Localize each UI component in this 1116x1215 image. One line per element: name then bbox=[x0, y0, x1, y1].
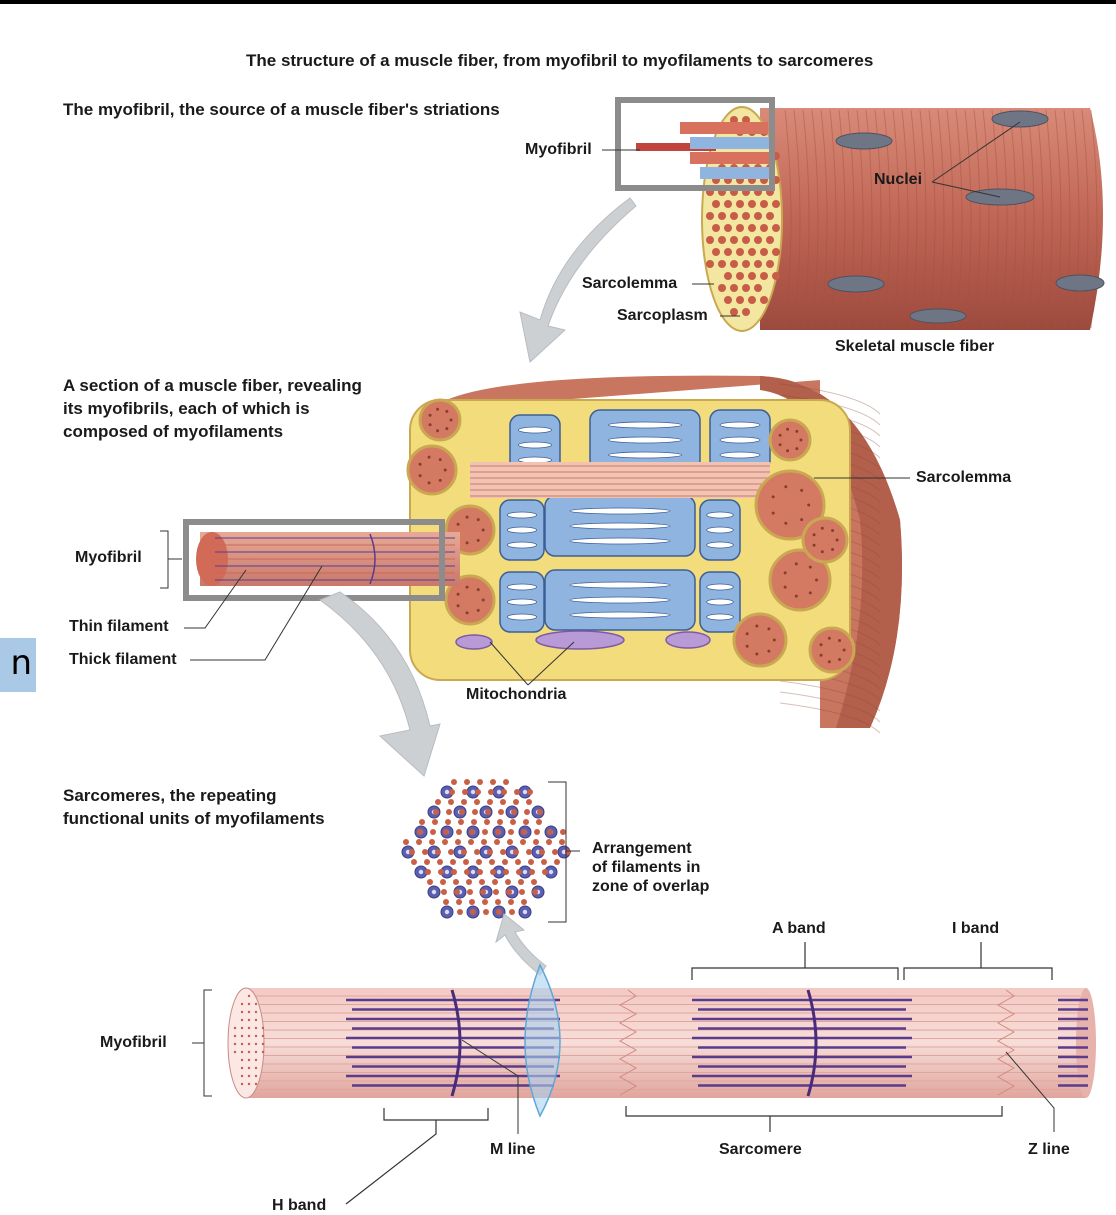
mitochondria bbox=[455, 630, 711, 650]
filament-arrangement bbox=[401, 779, 571, 919]
label-myofibril-1: Myofibril bbox=[525, 141, 592, 158]
label-m-line: M line bbox=[490, 1141, 536, 1158]
label-thick-filament: Thick filament bbox=[69, 651, 177, 668]
myofibril-rods bbox=[636, 122, 770, 179]
cut-plane bbox=[524, 963, 561, 1118]
label-myofibril-3: Myofibril bbox=[100, 1034, 167, 1051]
top-border bbox=[0, 0, 1116, 4]
label-sarcoplasm: Sarcoplasm bbox=[617, 307, 708, 324]
label-thin-filament: Thin filament bbox=[69, 618, 169, 635]
side-tab[interactable]: n bbox=[0, 638, 36, 692]
panel1-fiber bbox=[602, 97, 1105, 332]
label-arrangement-3: zone of overlap bbox=[592, 878, 710, 895]
label-skeletal-fiber: Skeletal muscle fiber bbox=[835, 338, 995, 355]
label-nuclei: Nuclei bbox=[874, 171, 923, 188]
label-arrangement-1: Arrangement bbox=[592, 840, 692, 857]
panel3-caption-2: functional units of myofilaments bbox=[63, 809, 325, 828]
label-mitochondria: Mitochondria bbox=[466, 686, 567, 703]
zoom-arrow-3 bbox=[495, 913, 547, 976]
label-sarcolemma-2: Sarcolemma bbox=[916, 469, 1012, 486]
panel2-caption-3: composed of myofilaments bbox=[63, 422, 284, 441]
label-sarcolemma-1: Sarcolemma bbox=[582, 275, 678, 292]
panel1-caption: The myofibril, the source of a muscle fi… bbox=[63, 100, 500, 119]
label-z-line: Z line bbox=[1028, 1141, 1070, 1158]
label-h-band: H band bbox=[272, 1197, 327, 1214]
label-a-band: A band bbox=[772, 920, 826, 937]
label-myofibril-2: Myofibril bbox=[75, 549, 142, 566]
zoom-arrow-1 bbox=[519, 197, 637, 363]
nuclei bbox=[827, 110, 1105, 324]
diagram-title: The structure of a muscle fiber, from my… bbox=[246, 51, 874, 70]
magnify-box-1 bbox=[615, 97, 775, 191]
panel2-caption-1: A section of a muscle fiber, revealing bbox=[63, 376, 362, 395]
label-arrangement-2: of filaments in bbox=[592, 859, 701, 876]
panel2-section bbox=[160, 375, 910, 734]
magnify-box-2 bbox=[183, 519, 445, 601]
panel2-caption-2: its myofibrils, each of which is bbox=[63, 399, 310, 418]
label-sarcomere: Sarcomere bbox=[719, 1141, 802, 1158]
zoom-arrow-2 bbox=[318, 591, 441, 777]
label-i-band: I band bbox=[952, 920, 1000, 937]
panel3-sarcomere bbox=[192, 779, 1096, 1205]
panel3-caption-1: Sarcomeres, the repeating bbox=[63, 786, 277, 805]
